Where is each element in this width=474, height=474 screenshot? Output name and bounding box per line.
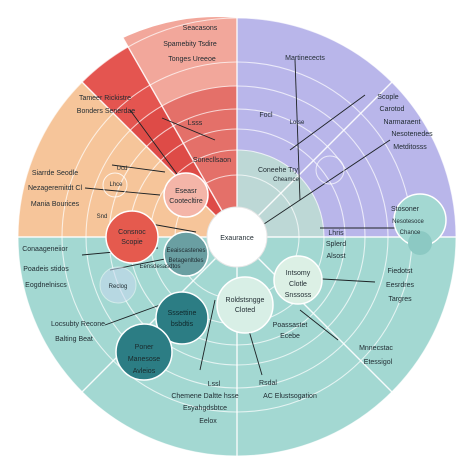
label-tr-0: Martinecects <box>285 55 325 62</box>
label-br-4: Eesrdres <box>386 282 415 289</box>
label-tl-1: Spamebity Tsdire <box>163 41 217 48</box>
small-ring-node-2 <box>99 266 137 304</box>
small-ring-node-3 <box>315 155 345 185</box>
node-stosoner-sub2: Chance <box>400 230 421 236</box>
label-tl-5: Lsss <box>188 120 203 127</box>
divider-diagonal-tl2 <box>122 37 238 238</box>
label-tl-12: Snd <box>97 214 108 220</box>
node-eeaiscastenes <box>163 231 209 277</box>
label-tl-11: Lhce <box>109 182 123 188</box>
label-tr-4: Carotod <box>380 106 405 113</box>
label-bl-3: Locsubty Recone <box>51 321 105 328</box>
node-consnoc-label: Consnoc <box>118 229 146 236</box>
node-stosoner-label: Stosoner <box>391 206 420 213</box>
label-tr-8: Coneehe Try <box>258 167 299 174</box>
label-bl-2: Eogdnelniscs <box>25 282 67 289</box>
label-bl-8: Avleios <box>133 368 156 375</box>
label-tl-3: Tameer Rickistre <box>79 95 131 102</box>
label-br-2: Alsost <box>326 253 345 260</box>
node-poassastet-label: Poassastet <box>273 322 308 329</box>
label-tr-6: Nesotenedes <box>391 131 433 138</box>
small-ring-node-1 <box>102 172 128 198</box>
label-br-6: Mnnecstac <box>359 345 393 352</box>
node-ntanaseae <box>115 323 173 381</box>
node-intsomy <box>273 255 323 305</box>
label-tl-8: Nezageremitdt Cl <box>28 185 83 192</box>
label-tr-7: Metditosss <box>393 144 427 151</box>
label-br-1: Splerd <box>326 241 346 248</box>
label-bl-1: Poadeis stidos <box>23 266 69 273</box>
divider-diagonal-tl <box>81 81 238 238</box>
label-br-7: Etessigol <box>364 359 393 366</box>
label-br-0: Lhris <box>328 230 344 237</box>
label-br-11: Lssl <box>208 381 221 388</box>
label-br-3: Fiedotst <box>388 268 413 275</box>
node-stosoner-sub: Nesotesoce <box>392 219 424 225</box>
label-tl-7: Siarrde Seodle <box>32 170 78 177</box>
node-sssettine-sub: bsbdtis <box>171 321 194 328</box>
node-eeaiscastenes-sub: Betagenltdes <box>168 258 203 264</box>
node-roldstsngge-sub: Cloted <box>235 307 255 314</box>
node-eseasr <box>163 172 209 218</box>
center-label: Exaurance <box>220 235 254 242</box>
label-bl-0: Conaageneiior <box>22 246 68 253</box>
label-br-5: Targres <box>388 296 412 303</box>
node-consnoc <box>105 210 159 264</box>
label-tl-9: Mania Bourices <box>31 201 80 208</box>
label-bl-4: Balting Beat <box>55 336 93 343</box>
label-tl-2: Tonges Ureeoe <box>168 56 216 63</box>
label-tr-5: Narmaraent <box>384 119 421 126</box>
label-tr-3: Scople <box>377 94 399 101</box>
node-poassastet-sub: Ecebe <box>280 333 300 340</box>
node-intsomy-label: Intsomy <box>286 270 311 277</box>
node-eensdesasdtos-label: Eensdesasdtos <box>139 264 180 270</box>
node-intsomy-sub2: Snssoss <box>285 292 312 299</box>
node-roldstsngge <box>216 276 274 334</box>
label-br-9: Esyahgdsbtce <box>183 405 227 412</box>
label-tr-1: Focl <box>259 112 273 119</box>
center-node <box>206 206 268 268</box>
label-br-10: Eelox <box>199 418 217 425</box>
label-tr-2: Lotse <box>290 120 305 126</box>
node-intsomy-sub: Clotle <box>289 281 307 288</box>
inner-red-sector <box>130 85 237 237</box>
node-eeaiscastenes-label: Eeaiscastenes <box>166 248 205 254</box>
node-stosoner-small <box>408 231 432 255</box>
label-br-8: Chemene Daltte hsse <box>171 393 238 400</box>
label-tl-0: Seacasons <box>183 25 218 32</box>
label-br-13: Rsdal <box>259 380 277 387</box>
label-tr-9: Cheamce <box>273 177 299 183</box>
label-tl-4: Bonders Senerdae <box>77 108 135 115</box>
divider-diagonal-tr <box>236 81 393 238</box>
node-sssettine <box>155 291 209 345</box>
node-consnoc-sub: Scopie <box>121 239 143 246</box>
label-br-12: AC Elustsogation <box>263 393 317 400</box>
divider-diagonal-br <box>236 236 393 393</box>
node-eseasr-label: Eseasr <box>175 188 197 195</box>
label-bl-7: Manesose <box>128 356 160 363</box>
node-sssettine-label: Sssettine <box>168 310 197 317</box>
label-bl-6: Poner <box>135 344 154 351</box>
label-tl-6: Sonecllsaon <box>193 157 231 164</box>
node-eseasr-sub: Cootecltire <box>169 198 203 205</box>
label-bl-5: Reclog <box>109 284 128 290</box>
node-roldstsngge-label: Roldstsngge <box>226 297 265 304</box>
label-tl-10: Ucd <box>117 166 128 172</box>
